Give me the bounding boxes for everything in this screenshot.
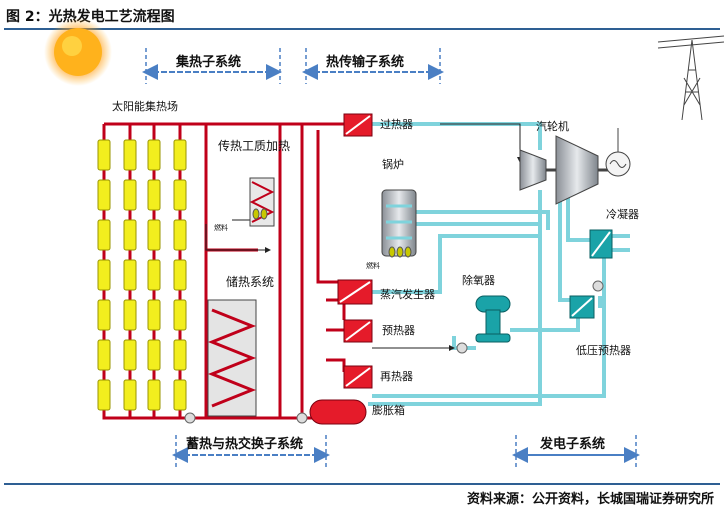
- label-storage: 储热系统: [226, 274, 274, 289]
- label-steam-generator: 蒸汽发生器: [380, 287, 435, 301]
- section-dividers: [145, 48, 637, 470]
- lp-preheater: [569, 295, 595, 319]
- label-boiler: 锅炉: [382, 158, 404, 171]
- label-turbine: 汽轮机: [536, 119, 569, 133]
- preheater: [343, 319, 373, 343]
- solar-collector-array: [97, 139, 187, 411]
- sun-icon: [44, 18, 112, 86]
- figure-title: 图 2：光热发电工艺流程图: [6, 9, 175, 25]
- label-fuel-heater: 传热工质加热: [218, 138, 290, 153]
- steam-generator: [337, 279, 373, 305]
- label-expansion-tank: 膨胀箱: [372, 403, 405, 417]
- reheater: [343, 365, 373, 389]
- transmission-tower-icon: [657, 35, 725, 121]
- pump-icon: [184, 412, 196, 424]
- label-lp-preheater: 低压预热器: [576, 344, 631, 357]
- label-condenser: 冷凝器: [606, 207, 639, 221]
- label-transfer-subsystem: 热传输子系统: [326, 54, 404, 70]
- label-preheater: 预热器: [382, 324, 415, 337]
- label-superheater: 过热器: [380, 118, 413, 131]
- expansion-tank: [309, 399, 367, 425]
- label-reheater: 再热器: [380, 370, 413, 383]
- thermal-storage-tank: [207, 299, 257, 417]
- boiler: [381, 189, 417, 258]
- steam-turbine: [519, 135, 608, 205]
- label-storage-subsystem: 蓄热与热交换子系统: [186, 436, 303, 452]
- label-power-subsystem: 发电子系统: [539, 436, 605, 452]
- label-fuel-heater-fuel: 燃料: [214, 223, 228, 232]
- top-rule: [4, 28, 720, 30]
- source-note: 资料来源：公开资料，长城国瑞证券研究所: [466, 492, 714, 507]
- condenser: [589, 229, 613, 259]
- fuel-heater: [249, 177, 275, 227]
- label-boiler-fuel: 燃料: [366, 261, 380, 270]
- pump-icon: [296, 412, 308, 424]
- pump-icon: [592, 280, 604, 292]
- label-collector-subsystem: 集热子系统: [175, 54, 241, 70]
- generator-icon: [605, 128, 631, 177]
- label-solar-field: 太阳能集热场: [112, 99, 178, 113]
- superheater: [343, 113, 373, 137]
- label-deaerator: 除氧器: [462, 273, 495, 287]
- bottom-rule: [4, 483, 720, 485]
- pump-icon: [456, 342, 468, 354]
- deaerator: [475, 295, 511, 343]
